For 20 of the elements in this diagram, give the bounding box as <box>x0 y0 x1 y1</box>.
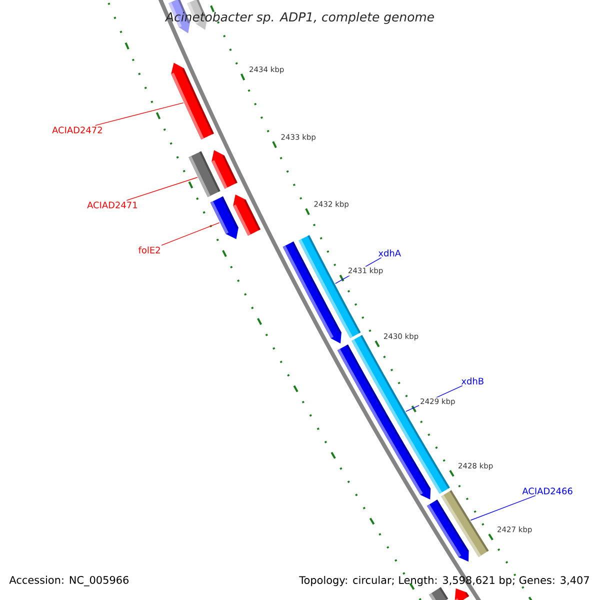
gene-bar <box>426 500 469 562</box>
gene-label: ACIAD2471 <box>87 202 137 208</box>
gene-bar <box>429 587 448 600</box>
gene-bar <box>212 150 238 189</box>
gene-label: ACIAD2466 <box>522 488 572 494</box>
gene-bar <box>210 196 238 240</box>
gene-bar <box>233 194 260 236</box>
leader-line <box>126 177 198 201</box>
gene-bar <box>282 241 342 344</box>
gene-label: ACIAD2472 <box>52 126 102 134</box>
leader-line <box>470 495 536 521</box>
gene-label: folE2 <box>138 246 160 254</box>
genome-info-text: Topology: circular; Length: 3,598,621 bp; Genes: 3,407 <box>299 576 589 586</box>
leader-line <box>94 102 184 126</box>
gene-label: xdhB <box>461 378 484 384</box>
gene-bar <box>171 62 214 140</box>
gene-bar <box>454 588 470 600</box>
accession-text: Accession: NC_005966 <box>9 576 129 586</box>
gene-label: xdhA <box>378 250 401 256</box>
leader-line <box>161 222 220 246</box>
